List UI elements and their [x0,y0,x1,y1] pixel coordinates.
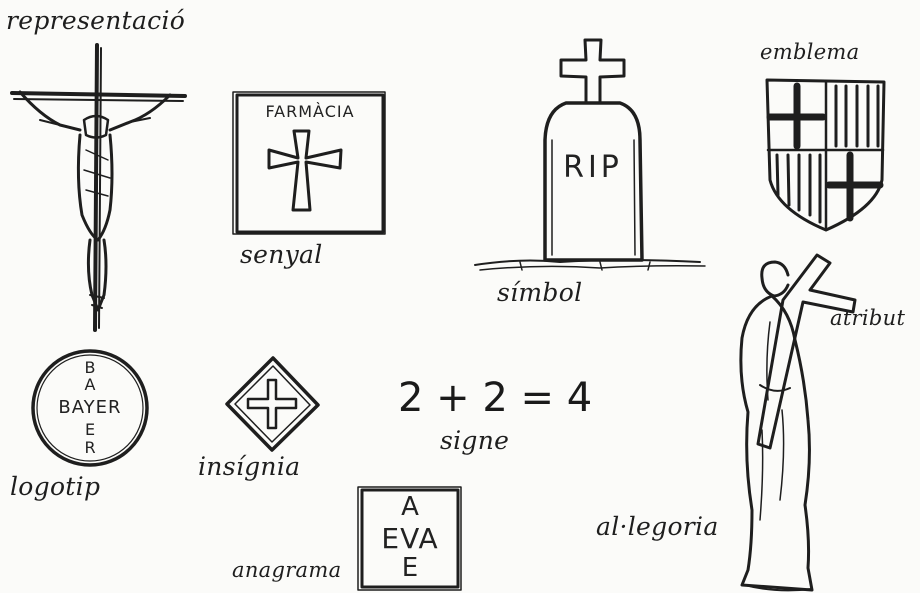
diamond-cross-icon [227,358,318,450]
caption-anagrama: anagrama [232,558,341,582]
anagram-line-3: E [362,553,458,583]
caption-senyal: senyal [240,240,323,269]
logo-letter-a: A [82,375,98,394]
logo-letter-e: E [82,420,98,439]
logo-letter-r: R [82,438,98,457]
tombstone-text: RIP [553,150,633,185]
caption-allegoria: al·legoria [596,512,719,541]
caption-atribut: atribut [830,306,905,330]
shield-icon [767,80,884,230]
anagram-line-2: EVA [362,522,458,555]
pharmacy-sign-text: FARMÀCIA [248,102,372,121]
caption-insignia: insígnia [198,452,300,481]
caption-simbol: símbol [497,278,582,307]
caption-signe: signe [440,426,509,455]
equation-text: 2 + 2 = 4 [398,375,592,421]
caption-logotip: logotip [10,472,100,501]
anagram-line-1: A [362,492,458,522]
crucifix-icon [12,45,185,330]
caption-emblema: emblema [760,40,859,64]
caption-representacio: representació [6,6,185,35]
logo-horizontal-text: BAYER [40,397,140,418]
